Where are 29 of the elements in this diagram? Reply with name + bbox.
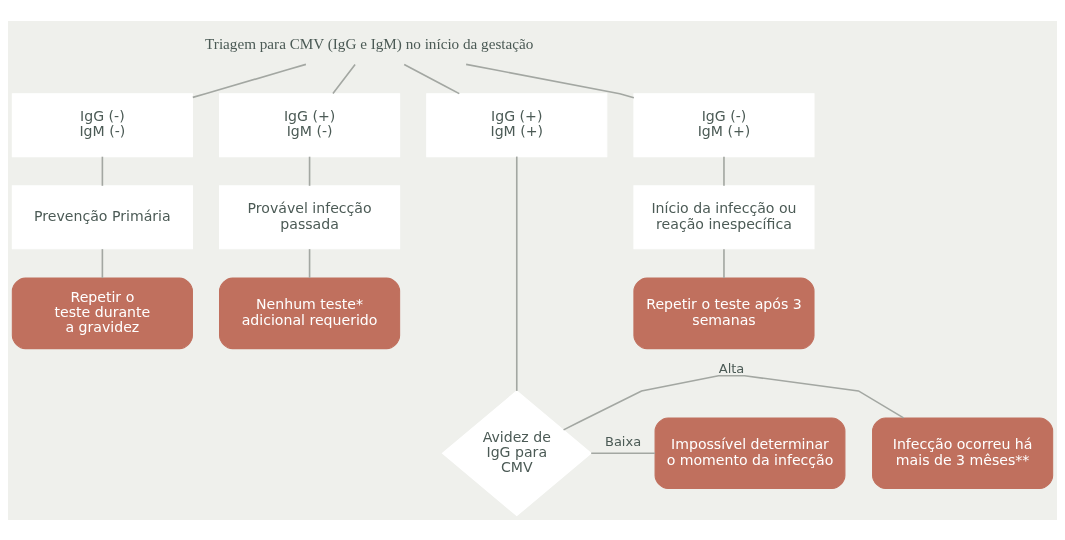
connector (515, 155, 518, 392)
connector (101, 247, 104, 279)
node-box: Repetir o teste após 3 semanas (633, 277, 815, 349)
connector (723, 155, 725, 187)
node-box: Início da infecção ou reação inespecífica (633, 184, 815, 249)
node-box: Nenhum teste* adicional requerido (219, 277, 401, 349)
connector (465, 63, 635, 99)
connector (403, 63, 461, 94)
connector (192, 63, 307, 98)
node-diamond: Avidez de IgG para CMV (441, 389, 592, 516)
connector (308, 155, 311, 187)
connector (562, 374, 905, 431)
node-box: IgG (-) IgM (+) (633, 92, 815, 157)
node-box: Infecção ocorreu há mais de 3 mêses** (872, 417, 1054, 489)
connector (308, 247, 311, 279)
connector (101, 155, 104, 187)
connector (723, 247, 725, 279)
node-box: Provável infecção passada (219, 184, 401, 249)
node-box: IgG (+) IgM (-) (219, 92, 401, 157)
node-text: Triagem para CMV (IgG e IgM) no início da gestação (205, 34, 534, 52)
node-box: IgG (+) IgM (+) (426, 92, 608, 157)
node-box: Repetir o teste durante a gravidez (11, 277, 193, 349)
node-box: Impossível determinar o momento da infecção (654, 417, 846, 489)
node-box: IgG (-) IgM (-) (11, 92, 193, 157)
node-box: Prevenção Primária (11, 184, 193, 249)
edge-label: Alta (718, 360, 745, 376)
connector (590, 451, 656, 454)
edge-label: Baixa (605, 433, 642, 449)
connector (332, 63, 356, 94)
